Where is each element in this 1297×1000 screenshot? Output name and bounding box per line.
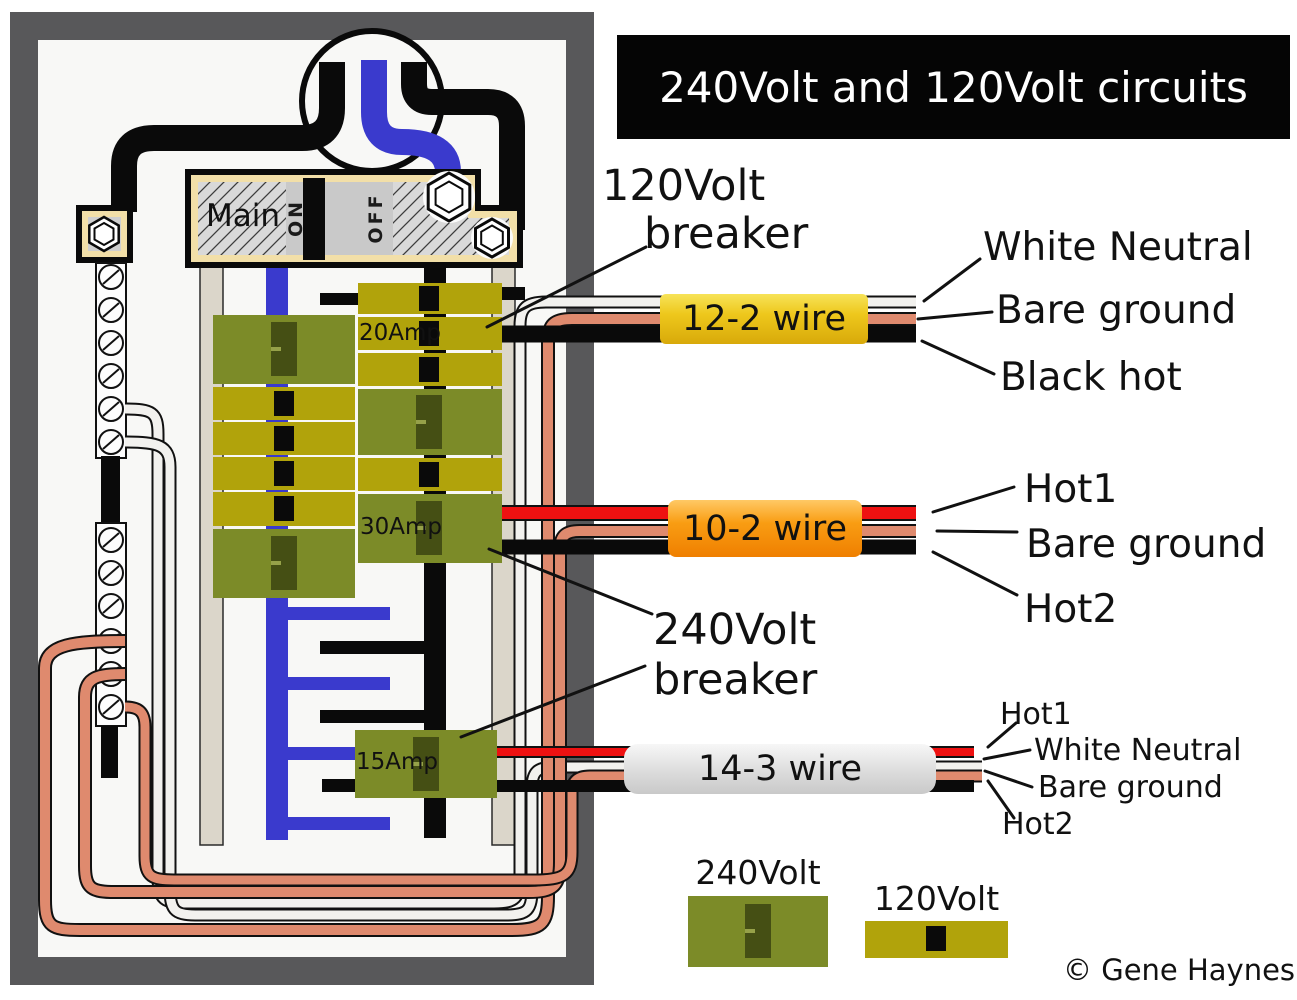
conductor-label-hot2: Hot2	[1002, 807, 1074, 842]
breaker-switch	[413, 737, 439, 791]
cable-label-10-2-text: 10-2 wire	[682, 508, 848, 549]
breaker-240v	[213, 529, 355, 598]
conductor-label-bare-ground: Bare ground	[1026, 522, 1267, 567]
main-on-label: ON	[285, 198, 307, 238]
conductor-label-bare-ground: Bare ground	[996, 288, 1237, 333]
conductor-label-white-neutral: White Neutral	[1034, 733, 1242, 768]
breaker-switch	[416, 395, 442, 449]
callout-120v-breaker-line1: 120Volt	[602, 161, 766, 211]
breaker-120v	[213, 387, 355, 420]
banner: 240Volt and 120Volt circuits	[617, 35, 1290, 139]
main-breaker-label: Main	[206, 198, 281, 234]
breaker-switch	[274, 496, 294, 521]
legend-120v-label: 120Volt	[873, 879, 1000, 918]
bus-connector-wire	[101, 456, 120, 525]
breaker-switch	[274, 426, 294, 451]
cable-label-10-2: 10-2 wire	[668, 500, 862, 557]
callout-240v-breaker-line2: breaker	[653, 655, 818, 705]
main-off-label: OFF	[365, 192, 387, 244]
conductor-label-hot1: Hot1	[1024, 467, 1118, 512]
amp-label-30: 30Amp	[360, 514, 443, 540]
legend-120v-swatch	[865, 921, 1008, 958]
ground-bus-bar	[95, 522, 127, 778]
callout-240v-breaker-line1: 240Volt	[653, 605, 817, 655]
cable-label-12-2-text: 12-2 wire	[681, 299, 847, 339]
service-entry-wires	[111, 60, 525, 230]
breaker-120v	[358, 458, 502, 491]
hex-bolt-icon	[426, 171, 472, 223]
breaker-switch	[419, 357, 439, 382]
breaker-switch	[419, 462, 439, 487]
breaker-120v	[358, 283, 502, 314]
conductor-label-black-hot: Black hot	[1000, 355, 1182, 400]
conductor-label-hot1: Hot1	[1000, 697, 1072, 732]
breaker-240v-30amp	[358, 494, 502, 563]
legend-240v-swatch	[688, 896, 828, 967]
breaker-240v-15amp	[355, 730, 497, 798]
conductor-label-hot2: Hot2	[1024, 587, 1118, 632]
breaker-switch	[419, 286, 439, 311]
breaker-120v	[213, 457, 355, 490]
breaker-switch	[926, 926, 946, 951]
breaker-switch	[271, 536, 297, 590]
breaker-240v	[358, 389, 502, 455]
breaker-120v	[358, 353, 502, 386]
conductor-label-bare-ground: Bare ground	[1038, 770, 1223, 805]
conductor-label-white-neutral: White Neutral	[983, 225, 1253, 270]
legend-240v-label: 240Volt	[695, 853, 821, 892]
banner-title: 240Volt and 120Volt circuits	[659, 62, 1248, 112]
neutral-bus-bar	[95, 262, 127, 459]
breaker-240v	[213, 315, 355, 384]
breaker-switch	[274, 461, 294, 486]
breaker-120v	[213, 422, 355, 455]
breaker-switch	[271, 322, 297, 376]
breaker-switch	[419, 321, 439, 346]
breaker-switch	[274, 391, 294, 416]
main-switch-handle	[303, 178, 325, 260]
cable-label-14-3-text: 14-3 wire	[697, 749, 863, 789]
cable-label-12-2: 12-2 wire	[660, 294, 868, 344]
amp-label-20: 20Amp	[359, 320, 442, 346]
breaker-120v	[213, 492, 355, 526]
breaker-switch	[416, 501, 442, 555]
breaker-switch	[745, 904, 771, 958]
neutral-lug	[76, 205, 133, 263]
cable-label-14-3: 14-3 wire	[624, 744, 936, 794]
copyright: © Gene Haynes	[1063, 953, 1296, 987]
callout-120v-breaker-line2: breaker	[644, 209, 809, 259]
amp-label-15: 15Amp	[356, 749, 439, 775]
breaker-120v-20amp	[358, 317, 502, 350]
